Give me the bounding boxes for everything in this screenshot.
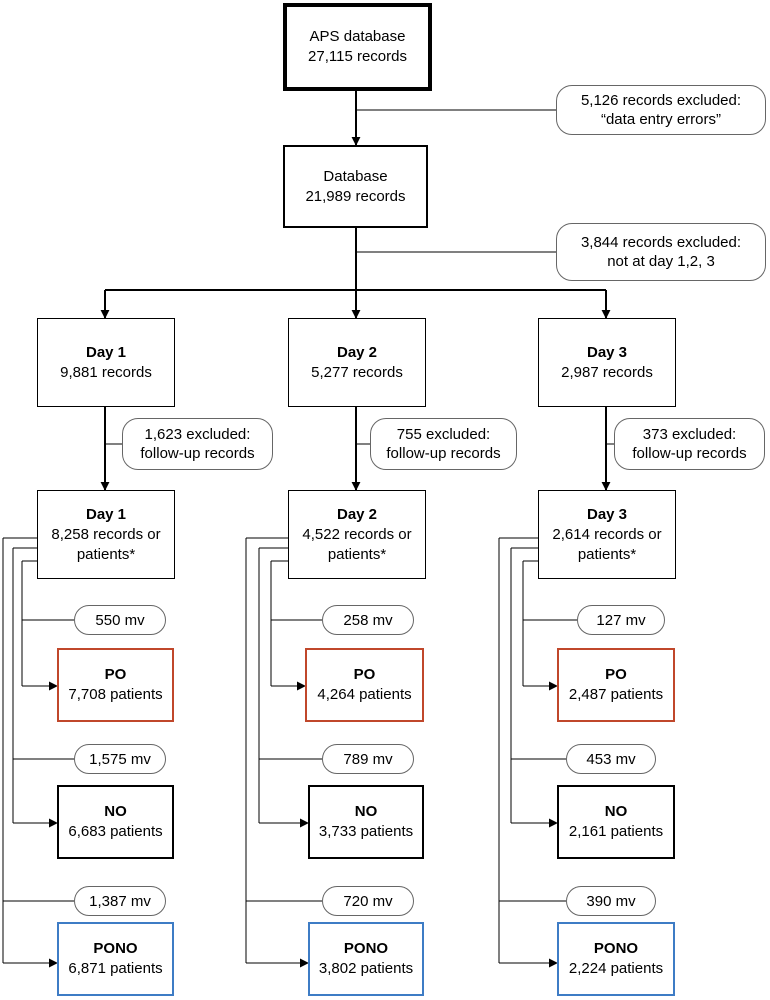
day1-excluded-count: 1,623 excluded: [144, 426, 251, 443]
day1-po-mv-note: 550 mv [74, 605, 166, 635]
day3-no-mv: 453 mv [586, 750, 636, 768]
excluded-entry-errors-note: 5,126 records excluded: “data entry erro… [556, 85, 766, 135]
day2-pono-title: PONO [343, 940, 389, 957]
day1-records: 9,881 records [60, 363, 152, 381]
day1-po-patients: 7,708 patients [68, 686, 163, 703]
day2-records-box: Day 2 5,277 records [288, 318, 426, 407]
day2-excluded-count: 755 excluded: [396, 426, 491, 443]
day2-pono-box: PONO 3,802 patients [308, 922, 424, 996]
day1-pono-title: PONO [93, 940, 138, 957]
day2-patients-line2: patients* [327, 545, 387, 563]
day1-pono-box: PONO 6,871 patients [57, 922, 174, 996]
day2-pono-mv-note: 720 mv [322, 886, 414, 916]
database-title: Database [323, 167, 388, 185]
day3-excluded-note: 373 excluded: follow-up records [614, 418, 765, 470]
day2-title: Day 2 [336, 343, 378, 361]
day1-patients-line: 8,258 records or [51, 525, 161, 543]
day1-pono-mv: 1,387 mv [89, 892, 151, 910]
excluded-entry-errors-count: 5,126 records excluded: [580, 92, 742, 109]
day2-po-patients: 4,264 patients [317, 686, 412, 703]
day3-po-mv: 127 mv [596, 611, 646, 629]
day3-no-title: NO [604, 803, 628, 820]
day1-pono-patients: 6,871 patients [68, 960, 163, 977]
aps-database-box: APS database 27,115 records [283, 3, 432, 91]
day3-excluded-count: 373 excluded: [642, 426, 737, 443]
aps-database-count: 27,115 records [308, 48, 407, 65]
day1-patients-title: Day 1 [85, 505, 127, 523]
day3-pono-title: PONO [593, 940, 639, 957]
day3-no-box: NO 2,161 patients [557, 785, 675, 859]
day1-no-mv: 1,575 mv [89, 750, 151, 768]
day2-no-mv-note: 789 mv [322, 744, 414, 774]
day2-no-patients: 3,733 patients [318, 823, 414, 840]
day3-records-box: Day 3 2,987 records [538, 318, 676, 407]
day2-no-box: NO 3,733 patients [308, 785, 424, 859]
day2-po-mv: 258 mv [343, 611, 393, 629]
day3-title: Day 3 [586, 343, 628, 361]
day2-patients-box: Day 2 4,522 records or patients* [288, 490, 426, 579]
day2-excluded-reason: follow-up records [386, 445, 501, 462]
day3-patients-line: 2,614 records or [552, 525, 662, 543]
day3-no-patients: 2,161 patients [568, 823, 664, 840]
database-count: 21,989 records [305, 187, 406, 205]
excluded-not-day-note: 3,844 records excluded: not at day 1,2, … [556, 223, 766, 281]
day3-po-title: PO [605, 666, 627, 683]
day3-pono-mv: 390 mv [586, 892, 636, 910]
day2-records: 5,277 records [311, 363, 403, 381]
day3-po-mv-note: 127 mv [577, 605, 665, 635]
day1-title: Day 1 [85, 343, 127, 361]
day2-po-title: PO [353, 666, 376, 683]
day1-records-box: Day 1 9,881 records [37, 318, 175, 407]
day1-po-box: PO 7,708 patients [57, 648, 174, 722]
day3-pono-box: PONO 2,224 patients [557, 922, 675, 996]
day1-po-mv: 550 mv [95, 611, 145, 629]
day3-patients-line2: patients* [577, 545, 637, 563]
day3-pono-mv-note: 390 mv [566, 886, 656, 916]
excluded-entry-errors-reason: “data entry errors” [600, 111, 722, 128]
day3-no-mv-note: 453 mv [566, 744, 656, 774]
excluded-not-day-reason: not at day 1,2, 3 [607, 253, 715, 270]
day3-records: 2,987 records [561, 363, 653, 381]
day2-pono-patients: 3,802 patients [318, 960, 414, 977]
aps-database-title: APS database [309, 28, 406, 45]
day1-patients-box: Day 1 8,258 records or patients* [37, 490, 175, 579]
day2-excluded-note: 755 excluded: follow-up records [370, 418, 517, 470]
day1-no-patients: 6,683 patients [68, 823, 163, 840]
day2-po-mv-note: 258 mv [322, 605, 414, 635]
day3-pono-patients: 2,224 patients [568, 960, 664, 977]
excluded-not-day-count: 3,844 records excluded: [580, 234, 742, 251]
day2-no-title: NO [354, 803, 378, 820]
day1-no-box: NO 6,683 patients [57, 785, 174, 859]
day2-patients-line: 4,522 records or [302, 525, 412, 543]
day2-no-mv: 789 mv [343, 750, 393, 768]
day1-no-title: NO [104, 803, 127, 820]
database-box: Database 21,989 records [283, 145, 428, 228]
day1-excluded-note: 1,623 excluded: follow-up records [122, 418, 273, 470]
day3-po-patients: 2,487 patients [568, 686, 664, 703]
day1-no-mv-note: 1,575 mv [74, 744, 166, 774]
day3-patients-title: Day 3 [586, 505, 628, 523]
day3-patients-box: Day 3 2,614 records or patients* [538, 490, 676, 579]
day1-po-title: PO [104, 666, 127, 683]
day1-pono-mv-note: 1,387 mv [74, 886, 166, 916]
day1-patients-line2: patients* [76, 545, 136, 563]
day2-pono-mv: 720 mv [343, 892, 393, 910]
day3-po-box: PO 2,487 patients [557, 648, 675, 722]
day3-excluded-reason: follow-up records [632, 445, 747, 462]
day2-po-box: PO 4,264 patients [305, 648, 424, 722]
day1-excluded-reason: follow-up records [140, 445, 255, 462]
day2-patients-title: Day 2 [336, 505, 378, 523]
